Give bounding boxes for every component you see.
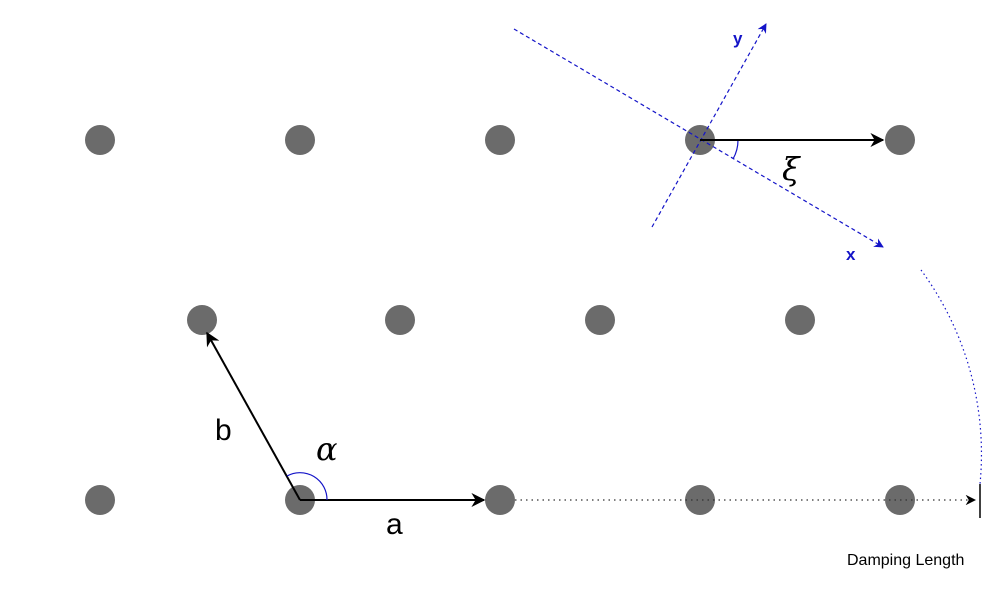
- y-axis-label: y: [733, 29, 743, 48]
- lattice-atom: [485, 485, 515, 515]
- lattice-atom: [187, 305, 217, 335]
- damping-length-arc: [920, 269, 983, 485]
- alpha-label: α: [316, 430, 338, 468]
- alpha-angle-arc: [286, 472, 328, 501]
- lattice-atom: [285, 125, 315, 155]
- lattice-atom: [685, 485, 715, 515]
- vector-a-label: a: [386, 508, 403, 541]
- lattice-atom: [785, 305, 815, 335]
- vector-b-arrow: [206, 331, 301, 501]
- lattice-atom: [585, 305, 615, 335]
- lattice-atom: [85, 485, 115, 515]
- vector-b-label: b: [215, 414, 232, 447]
- lattice-atom: [85, 125, 115, 155]
- lattice-atom: [485, 125, 515, 155]
- lattice-atom: [885, 125, 915, 155]
- xi-angle-arc: [732, 139, 739, 160]
- damping-length-label: Damping Length: [847, 552, 964, 569]
- xi-label: ξ: [782, 150, 801, 188]
- x-axis-label: x: [846, 245, 856, 264]
- x-axis-line: [513, 28, 884, 248]
- lattice-atom: [385, 305, 415, 335]
- y-axis-line: [651, 23, 767, 228]
